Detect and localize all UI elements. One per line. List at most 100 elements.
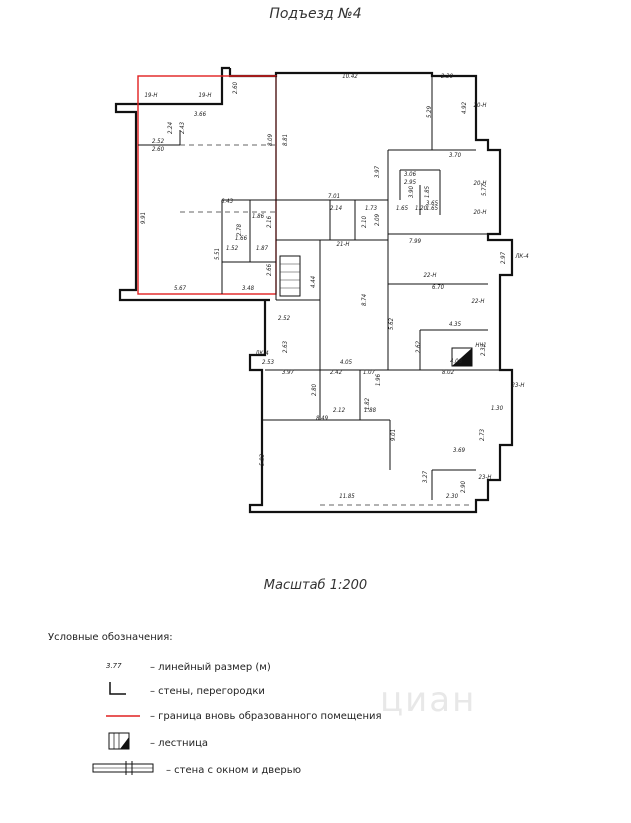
- dimension-label: 1.88: [364, 407, 377, 414]
- dimension-label: 1.65: [396, 205, 409, 212]
- dimension-label: 1.20: [415, 205, 428, 212]
- legend-text: – лестница: [150, 738, 209, 749]
- dimension-label: 8.02: [442, 369, 455, 376]
- dimension-label: 20-Н: [474, 102, 487, 109]
- dimension-label: 11.85: [339, 493, 355, 500]
- dimension-label: 2.62: [415, 340, 422, 353]
- dimension-label: 3.65: [426, 200, 439, 207]
- dimension-label: 5.83: [259, 453, 266, 466]
- page-title: Подъезд №4: [269, 6, 362, 22]
- dimension-label: 23-Н: [512, 382, 525, 389]
- dimension-label: 2.63: [282, 340, 289, 353]
- window-door-icon: [92, 761, 154, 775]
- dimension-label: 1.65: [426, 205, 439, 212]
- dimension-label: 2.09: [374, 213, 381, 226]
- dimension-label: 2.52: [278, 315, 291, 322]
- dimension-label: 2.30: [441, 73, 454, 80]
- dimension-label: 22-Н: [472, 298, 485, 305]
- dimension-label: 2.30: [446, 493, 459, 500]
- dimension-label: 9.01: [390, 429, 397, 441]
- dimension-label: 2.90: [460, 480, 467, 493]
- dimension-label: 22-Н: [424, 272, 437, 279]
- dimension-label: 2.43: [179, 121, 186, 134]
- dimension-label: 2.80: [311, 383, 318, 396]
- dimension-label: 2.12: [333, 407, 346, 414]
- dimension-label: 3.69: [453, 447, 466, 454]
- dimension-label: 1.87: [256, 245, 269, 252]
- dimension-label: 21-Н: [337, 241, 350, 248]
- red-line-icon: [106, 715, 140, 717]
- dimension-label: 2.53: [262, 359, 275, 366]
- dimension-label: 1.52: [226, 245, 239, 252]
- dimension-label: 3.70: [449, 152, 462, 159]
- dimension-label: 20-Н: [474, 180, 487, 187]
- dimension-label: 3.48: [242, 285, 255, 292]
- dimension-label: 5.62: [388, 317, 395, 330]
- dimension-label: 20-Н: [474, 209, 487, 216]
- dimension-label: 5.51: [214, 248, 221, 260]
- dimension-label: 7.99: [409, 238, 422, 245]
- dimension-label: 8.81: [282, 134, 289, 146]
- dimension-label: 4.44: [310, 275, 317, 288]
- dimension-label: 2.10: [361, 215, 368, 228]
- dimension-label: 1.86: [252, 213, 265, 220]
- dimension-label: 4.35: [449, 321, 462, 328]
- legend-text: – линейный размер (м): [150, 662, 271, 673]
- dimension-label: НЧ1: [475, 342, 486, 349]
- new-room-boundary: [137, 75, 277, 295]
- dimension-label: 1.30: [491, 405, 504, 412]
- dimension-label: 4.05: [340, 359, 353, 366]
- legend-text: – стена с окном и дверью: [166, 765, 302, 776]
- dimension-label: 19-Н: [199, 92, 212, 99]
- dimension-label: 6.70: [432, 284, 445, 291]
- dimension-label: 3.90: [408, 185, 415, 198]
- dimension-label: 3.66: [194, 111, 207, 118]
- watermark: циан: [380, 680, 477, 720]
- dimension-label: 3.97: [374, 165, 381, 178]
- dimension-label: 2.73: [479, 428, 486, 441]
- legend-text: – стены, перегородки: [150, 686, 265, 697]
- dimension-label: 2.42: [330, 369, 343, 376]
- dimension-label: 7.01: [328, 193, 340, 200]
- legend-sample-dimension: 3.77: [106, 662, 122, 670]
- dimension-label: 8.74: [361, 293, 368, 306]
- dimension-label: 6.43: [221, 198, 234, 205]
- dimension-label: 2.14: [330, 205, 343, 212]
- legend-title: Условные обозначения:: [48, 632, 173, 643]
- dimension-label: 19-Н: [145, 92, 158, 99]
- dimension-label: 1.85: [424, 185, 431, 198]
- dimension-label: ЛК-4: [254, 350, 269, 357]
- stair-icon: [279, 255, 473, 367]
- legend-text: – граница вновь образованного помещения: [150, 711, 382, 722]
- dimension-label: 2.95: [404, 179, 417, 186]
- dimension-label: 5.77: [481, 183, 488, 196]
- dimension-label: 2.52: [152, 138, 165, 145]
- dimension-label: 4.08: [450, 358, 463, 365]
- dimension-label: 2.60: [152, 146, 165, 153]
- wall-symbol-icon: [109, 682, 126, 695]
- dimension-label: 1.07: [363, 369, 376, 376]
- dimension-label: 2.97: [500, 251, 507, 264]
- dimension-label: 2.66: [266, 263, 273, 276]
- dimension-label: 8.49: [316, 415, 329, 422]
- dimension-label: 1.96: [375, 373, 382, 386]
- stair-icon: [108, 732, 130, 750]
- outer-walls: [114, 66, 514, 514]
- dimension-label: 3.06: [404, 171, 417, 178]
- dimension-label: 4.92: [461, 101, 468, 114]
- dimension-label: 10.42: [342, 73, 358, 80]
- dimension-label: 2.33: [480, 343, 487, 356]
- dimension-label: 2.78: [236, 223, 243, 236]
- dimension-label: 3.27: [422, 470, 429, 483]
- dimension-label: 9.91: [140, 212, 147, 224]
- dimension-label: 5.67: [174, 285, 187, 292]
- dimension-label: 2.60: [232, 81, 239, 94]
- dimension-label: 2.16: [266, 215, 273, 228]
- dimension-label: 3.97: [282, 369, 295, 376]
- dimension-label: 2.24: [167, 121, 174, 134]
- dimension-label: 5.29: [426, 105, 433, 118]
- dimension-label: 1.66: [235, 235, 248, 242]
- dimension-label: 1.73: [365, 205, 378, 212]
